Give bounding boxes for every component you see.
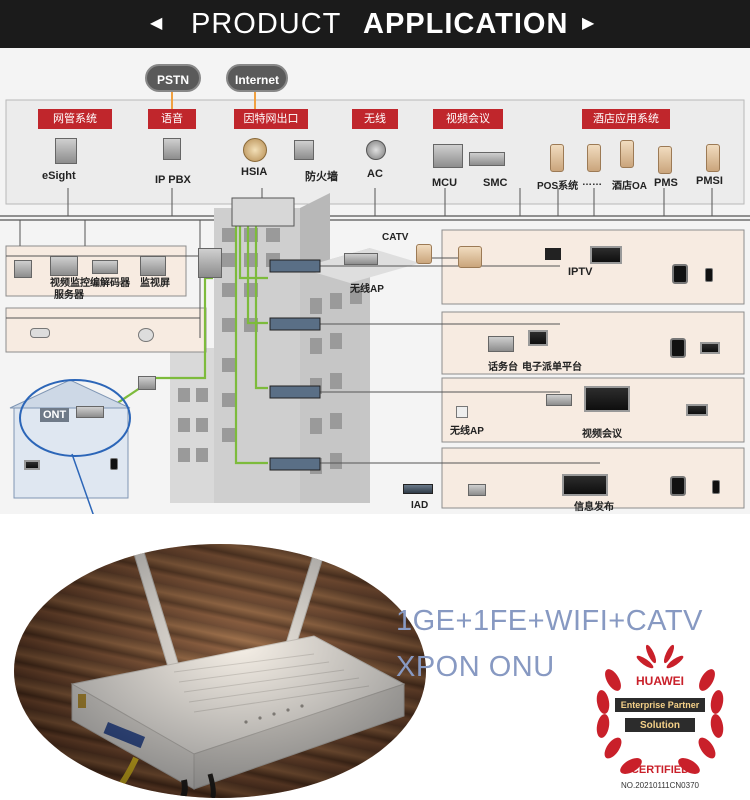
pms-server-icon <box>658 146 672 174</box>
label-info-publish: 信息发布 <box>574 502 614 513</box>
tablet3-icon <box>670 476 686 496</box>
info-display-icon <box>562 474 608 496</box>
product-photo <box>14 544 426 798</box>
dispatch-monitor-icon <box>528 330 548 346</box>
laptop-icon <box>700 342 720 354</box>
conf-endpoint-icon <box>546 394 572 406</box>
network-diagram: PSTN Internet 网管系统 语音 因特网出口 无线 视频会议 酒店应用… <box>0 48 750 514</box>
hsia-router-icon <box>243 138 267 162</box>
wireless-ap-1-icon <box>344 253 378 265</box>
building-switch-icon <box>198 248 222 278</box>
category-internet-exit: 因特网出口 <box>234 109 308 129</box>
category-voice: 语音 <box>148 109 196 129</box>
router-illustration <box>70 551 406 798</box>
esight-server-icon <box>55 138 77 164</box>
label-mcu: MCU <box>432 177 458 189</box>
house-laptop-icon <box>24 460 40 470</box>
iad-icon <box>403 484 433 494</box>
hotel-oa-server2-icon <box>620 140 634 168</box>
label-ac: AC <box>367 168 383 180</box>
tablet2-icon <box>670 338 686 358</box>
header-title-application: APPLICATION <box>363 8 569 40</box>
seal-certified: CERTIFIED <box>630 764 690 776</box>
ip-pbx-icon <box>163 138 181 160</box>
label-iptv: IPTV <box>568 266 593 278</box>
label-hotel-oa: 酒店OA <box>612 181 647 192</box>
ac-controller-icon <box>366 140 386 160</box>
fiber-splitter-icon <box>138 376 156 390</box>
pos-server-icon <box>550 144 564 172</box>
label-video-monitor-2: 服务器 <box>54 290 84 301</box>
catv-amplifier-icon <box>416 244 432 264</box>
spec-line-2: XPON ONU <box>396 651 555 683</box>
label-decoder: 编解码器 <box>90 278 130 289</box>
label-esight: eSight <box>42 170 76 182</box>
label-dots: …… <box>582 177 602 188</box>
firewall-icon <box>294 140 314 160</box>
label-hsia: HSIA <box>241 166 268 178</box>
camera-server-icon <box>14 260 32 278</box>
label-ont: ONT <box>40 408 70 422</box>
seal-brand: HUAWEI <box>636 674 684 688</box>
label-smc: SMC <box>483 177 508 189</box>
label-e-dispatch: 电子派单平台 <box>522 362 582 373</box>
ont-device-icon <box>76 406 104 418</box>
catv-outlet-icon <box>458 246 482 268</box>
label-monitor-screen: 监视屏 <box>140 278 170 289</box>
header-title-product: PRODUCT <box>191 8 342 40</box>
label-pmsi: PMSI <box>696 175 723 187</box>
huawei-partner-seal: HUAWEI Enterprise Partner Solution CERTI… <box>585 640 735 795</box>
spec-line-1: 1GE+1FE+WIFI+CATV <box>396 605 703 637</box>
internet-cloud: Internet <box>226 64 288 92</box>
hotel-oa-server-icon <box>587 144 601 172</box>
phone-icon <box>705 268 713 282</box>
label-wireless-ap-2: 无线AP <box>450 426 484 437</box>
pstn-cloud: PSTN <box>145 64 201 92</box>
label-catv: CATV <box>382 232 409 243</box>
label-iad: IAD <box>411 500 429 511</box>
tablet-icon <box>672 264 688 284</box>
triangle-left-icon: ◀ <box>150 15 163 32</box>
video-conf-screen-icon <box>584 386 630 412</box>
iptv-stb-icon <box>545 248 561 260</box>
mcu-icon <box>433 144 463 168</box>
dome-camera-icon <box>138 328 154 342</box>
label-video-monitor-1: 视频监控 <box>50 278 90 289</box>
desk-phone-icon <box>468 484 486 496</box>
triangle-right-icon: ▶ <box>582 15 595 32</box>
category-video-conf: 视频会议 <box>433 109 503 129</box>
smc-icon <box>469 152 505 166</box>
tv-icon <box>590 246 622 264</box>
label-switchboard: 话务台 <box>488 362 518 373</box>
label-video-conf: 视频会议 <box>582 429 622 440</box>
house-phone-icon <box>110 458 118 470</box>
decoder-icon <box>92 260 118 274</box>
pmsi-server-icon <box>706 144 720 172</box>
header-banner: ◀ PRODUCT APPLICATION ▶ <box>0 0 750 48</box>
category-hotel-apps: 酒店应用系统 <box>582 109 670 129</box>
bullet-camera-icon <box>30 328 50 338</box>
laptop2-icon <box>686 404 708 416</box>
wireless-ap-2-icon <box>456 406 468 418</box>
switchboard-phone-icon <box>488 336 514 352</box>
laurel-wreath-icon <box>596 644 724 774</box>
phone2-icon <box>712 480 720 494</box>
monitor-screen-icon <box>140 256 166 276</box>
video-monitor-server-icon <box>50 256 78 276</box>
label-firewall: 防火墙 <box>305 171 338 183</box>
label-pms: PMS <box>654 177 678 189</box>
seal-enterprise-partner: Enterprise Partner <box>620 700 700 710</box>
label-pos: POS系统 <box>537 181 579 192</box>
seal-solution: Solution <box>640 720 680 731</box>
category-wireless: 无线 <box>352 109 398 129</box>
label-wireless-ap-1: 无线AP <box>350 284 384 295</box>
label-ip-pbx: IP PBX <box>155 174 191 186</box>
seal-number: NO.20210111CN0370 <box>621 781 699 790</box>
category-nms: 网管系统 <box>38 109 112 129</box>
